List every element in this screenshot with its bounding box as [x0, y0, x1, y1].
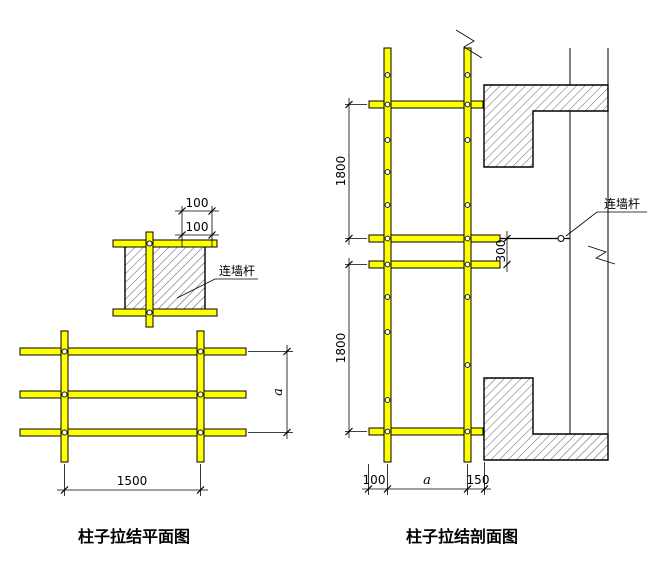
coupler-icon — [61, 391, 68, 398]
plan-title: 柱子拉结平面图 — [78, 527, 190, 546]
coupler-icon — [464, 428, 471, 435]
plan-view: 100 100 a 1500 连墙杆 柱子拉结平面图 — [19, 196, 293, 546]
coupler-icon — [384, 202, 391, 208]
dim-tie-offset: 300 — [494, 240, 508, 263]
coupler-icon — [384, 235, 391, 242]
break-mark-right — [587, 245, 616, 265]
coupler-icon — [464, 72, 471, 78]
coupler-icon — [384, 169, 391, 175]
coupler-icon — [384, 101, 391, 108]
section-tie-rod-callout: 连墙杆 — [565, 196, 647, 237]
section-dim-lifts: 1800 1800 — [334, 98, 367, 438]
dim-post-spacing: 1500 — [117, 474, 148, 488]
coupler-icon — [464, 137, 471, 143]
dim-bottom-bay: a — [423, 473, 431, 488]
coupler-icon — [384, 137, 391, 143]
coupler-icon — [464, 294, 471, 300]
coupler-icon — [464, 362, 471, 368]
coupler-icon — [384, 397, 391, 403]
coupler-icon — [464, 101, 471, 108]
section-dim-bottom: 100 a 150 — [362, 462, 491, 495]
plan-dim-post-spacing: 1500 — [57, 464, 208, 496]
break-marks — [455, 29, 616, 265]
dim-bottom-inner: 100 — [363, 473, 386, 487]
standard-tube — [463, 47, 472, 463]
coupler-icon — [384, 294, 391, 300]
plan-couplers — [61, 240, 204, 436]
coupler-icon — [384, 72, 391, 78]
ledger-tube — [368, 427, 484, 436]
section-dim-tie-offset: 300 — [494, 231, 511, 272]
coupler-icon — [197, 348, 204, 355]
standard-tube — [383, 47, 392, 463]
section-scaffold-tubes — [368, 47, 501, 463]
ledger-tube — [368, 100, 484, 109]
dim-ledger-step: a — [271, 388, 286, 396]
tie-anchor-icon — [557, 235, 565, 242]
dim-lift-lower: 1800 — [334, 333, 348, 364]
wall-ledger-tube — [112, 308, 218, 317]
plan-dim-ledger-step: a — [248, 345, 293, 439]
tie-ledger-tube — [368, 234, 501, 243]
tie-rod-tube — [145, 231, 154, 328]
coupler-icon — [146, 309, 153, 316]
tie-rod-label: 连墙杆 — [219, 263, 255, 278]
coupler-icon — [61, 429, 68, 436]
section-view: 1800 1800 300 100 a 150 连墙杆 柱子 — [334, 29, 647, 546]
coupler-icon — [384, 329, 391, 335]
coupler-icon — [384, 428, 391, 435]
concrete-column — [124, 245, 206, 313]
coupler-icon — [384, 261, 391, 268]
dim-top-offset-1: 100 — [186, 196, 209, 210]
dim-lift-upper: 1800 — [334, 156, 348, 187]
ledger-tube — [19, 390, 247, 399]
section-couplers — [384, 72, 471, 435]
tie-rod-label: 连墙杆 — [604, 196, 640, 211]
concrete-slab-bottom — [483, 377, 609, 461]
plan-dim-top-offsets: 100 100 — [175, 196, 219, 247]
coupler-icon — [197, 429, 204, 436]
section-title: 柱子拉结剖面图 — [406, 527, 518, 546]
coupler-icon — [464, 202, 471, 208]
wall-ledger-tube — [112, 239, 218, 248]
ledger-tube — [19, 347, 247, 356]
dim-top-offset-2: 100 — [186, 220, 209, 234]
break-mark-top — [455, 29, 483, 59]
coupler-icon — [464, 235, 471, 242]
ledger-tube — [368, 260, 501, 269]
ledger-tube — [19, 428, 247, 437]
coupler-icon — [146, 240, 153, 247]
plan-tie-rod-callout: 连墙杆 — [176, 263, 258, 299]
coupler-icon — [61, 348, 68, 355]
concrete-slab-top — [483, 84, 609, 168]
coupler-icon — [197, 391, 204, 398]
dim-bottom-wall-offset: 150 — [467, 473, 490, 487]
coupler-icon — [464, 261, 471, 268]
